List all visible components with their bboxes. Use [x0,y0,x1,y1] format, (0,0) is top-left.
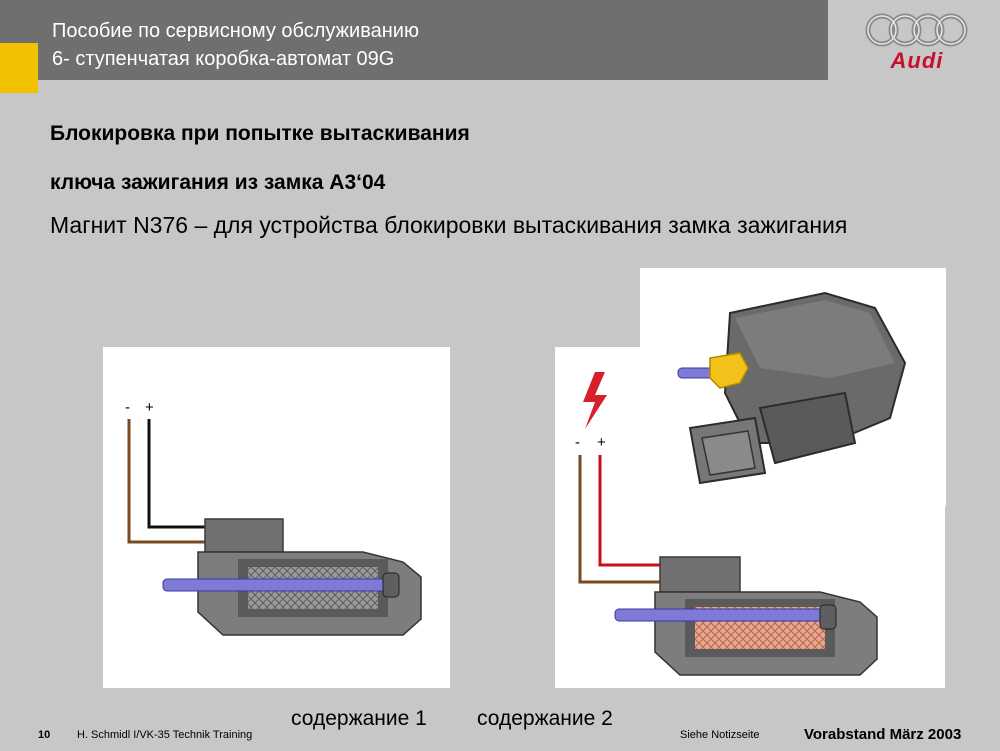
magnet-diagram-unpowered: - + [103,347,450,688]
content-link-1[interactable]: содержание 1 [291,707,427,730]
magnet-photo [640,268,946,506]
footer-status: Vorabstand März 2003 [804,726,962,743]
solenoid-plunger [162,578,394,592]
page-number: 10 [38,729,51,741]
wire-minus-label: - [575,434,580,451]
header-title-line2: 6- ступенчатая коробка-автомат 09G [52,48,395,70]
slide-title-line2: ключа зажигания из замка A3‘04 [50,171,386,194]
wire-plus-label: + [597,434,606,451]
footer-notes: Siehe Notizseite [680,729,760,741]
header-title-line1: Пособие по сервисному обслуживанию [52,20,419,42]
audi-rings-icon [865,13,968,47]
slide-subtitle: Магнит N376 – для устройства блокировки … [50,212,848,238]
audi-logo: Audi [862,10,972,80]
logo-text: Audi [890,48,944,73]
solenoid-plunger [614,608,831,622]
header-bar [0,0,828,80]
lightning-icon [583,372,607,429]
content-link-2[interactable]: содержание 2 [477,707,613,730]
slide-title-line1: Блокировка при попытке вытаскивания [50,122,470,145]
wire-brown [127,419,208,544]
footer-author: H. Schmidl I/VK-35 Technik Training [77,729,253,741]
wire-brown [578,455,665,584]
wire-black [147,419,208,529]
wire-minus-label: - [125,399,130,416]
wire-red [598,455,665,567]
wire-plus-label: + [145,399,154,416]
accent-block [0,43,38,93]
